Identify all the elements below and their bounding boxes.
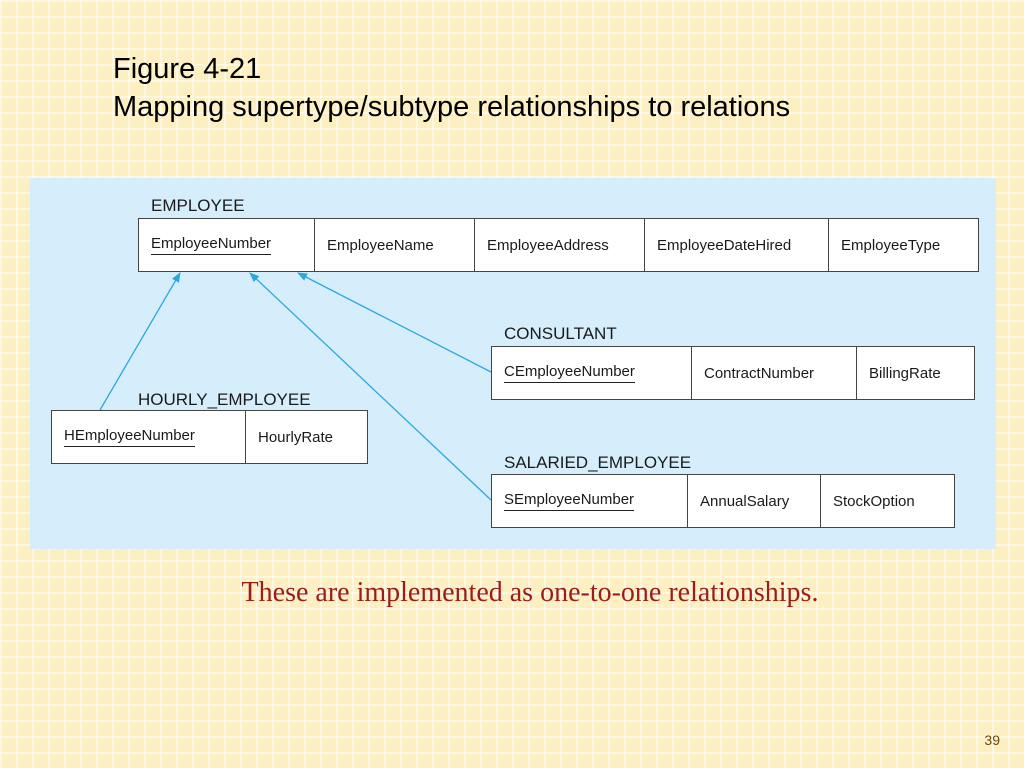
salaried-employee-relation-name: SALARIED_EMPLOYEE (504, 453, 692, 472)
salaried-employee-pk-cell: SEmployeeNumber (492, 475, 688, 527)
hourly-employee-relation-name: HOURLY_EMPLOYEE (138, 390, 311, 409)
hourly-employee-attribute-cell: HourlyRate (258, 428, 334, 446)
page-number: 39 (984, 732, 1000, 748)
hourly-employee-pk-cell: HEmployeeNumber (52, 411, 246, 463)
figure-number: Figure 4-21 (113, 53, 262, 85)
employee-attribute-cell: EmployeeName (315, 219, 475, 271)
hourly-employee-pk-label: HEmployeeNumber (64, 427, 195, 447)
employee-attribute-cell: EmployeeType (841, 236, 941, 254)
arrow-consultant-to-employee (297, 272, 492, 373)
employee-attribute-cell: EmployeeDateHired (645, 219, 829, 271)
consultant-pk-label: CEmployeeNumber (504, 363, 635, 383)
hourly-employee-relation-table: HEmployeeNumber HourlyRate (51, 410, 368, 464)
consultant-attribute-cell: BillingRate (869, 364, 941, 382)
consultant-relation-table: CEmployeeNumber ContractNumber BillingRa… (491, 346, 975, 400)
figure-caption: Mapping supertype/subtype relationships … (113, 91, 791, 123)
arrow-hourly-to-employee (99, 272, 181, 411)
relationship-arrows (99, 272, 492, 501)
consultant-attribute-cell: ContractNumber (692, 347, 857, 399)
employee-attribute-cell: EmployeeAddress (475, 219, 645, 271)
employee-relation-name: EMPLOYEE (151, 196, 245, 215)
slide-note: These are implemented as one-to-one rela… (241, 577, 819, 608)
consultant-pk-cell: CEmployeeNumber (492, 347, 692, 399)
salaried-employee-attribute-cell: AnnualSalary (688, 475, 821, 527)
employee-relation-table: EmployeeNumber EmployeeName EmployeeAddr… (138, 218, 979, 272)
consultant-relation-name: CONSULTANT (504, 324, 617, 343)
employee-pk-cell: EmployeeNumber (139, 219, 315, 271)
employee-pk-label: EmployeeNumber (151, 235, 272, 255)
salaried-employee-pk-label: SEmployeeNumber (504, 491, 635, 511)
relations-diagram: EMPLOYEE EmployeeNumber EmployeeName Emp… (30, 178, 996, 549)
salaried-employee-relation-table: SEmployeeNumber AnnualSalary StockOption (491, 474, 955, 528)
salaried-employee-attribute-cell: StockOption (833, 492, 915, 510)
slide-title: Figure 4-21 Mapping supertype/subtype re… (113, 50, 790, 126)
arrow-salaried-to-employee (249, 272, 492, 501)
